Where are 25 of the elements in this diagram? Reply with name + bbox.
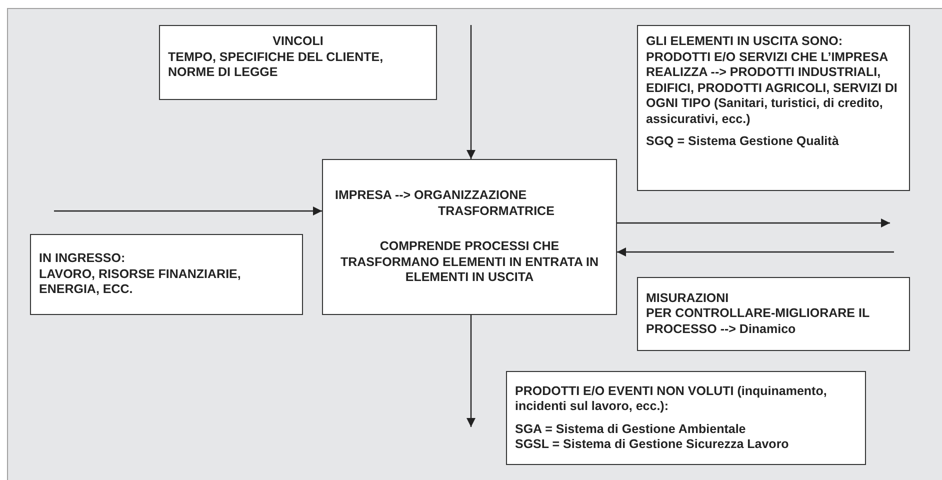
arrow: [466, 315, 476, 427]
box-text: TEMPO, SPECIFICHE DEL CLIENTE, NORME DI LEGGE: [168, 50, 384, 80]
box-text: PRODOTTI E/O SERVIZI CHE L’IMPRESA REALIZZA --> PRODOTTI INDUSTRIALI, EDIFICI, PRODOTTI AGRICOLI, SERVIZI DI OGNI TIPO (Sanitari, turistici, di credito, assicurativi, ecc.): [646, 50, 898, 127]
box-heading: IN INGRESSO:: [39, 251, 126, 267]
box-text: SGSL = Sistema di Gestione Sicurezza Lavoro: [515, 437, 790, 452]
box-heading: MISURAZIONI: [646, 290, 730, 306]
box-text: LAVORO, RISORSE FINANZIARIE, ENERGIA, ECC.: [39, 266, 242, 298]
text-box: [159, 25, 437, 100]
box-heading: IMPRESA --> ORGANIZZAZIONE TRASFORMATRICE: [335, 188, 556, 220]
text-box: [637, 25, 910, 191]
text-box: [506, 371, 866, 465]
arrow: [617, 248, 894, 256]
arrow: [54, 206, 322, 216]
text-box: [637, 277, 910, 351]
box-heading: VINCOLI: [272, 34, 324, 50]
box-heading: PRODOTTI E/O EVENTI NON VOLUTI (inquinamento, incidenti sul lavoro, ecc.):: [515, 384, 828, 414]
text-box: [322, 159, 617, 315]
box-text: SGA = Sistema di Gestione Ambientale: [515, 422, 747, 437]
box-text: SGQ = Sistema Gestione Qualità: [646, 134, 840, 150]
text-box: [30, 234, 303, 315]
box-text: COMPRENDE PROCESSI CHE TRASFORMANO ELEMENTI IN ENTRATA IN ELEMENTI IN USCITA: [339, 239, 600, 286]
arrow: [617, 218, 890, 228]
box-text: PER CONTROLLARE-MIGLIORARE IL PROCESSO --> Dinamico: [646, 306, 870, 338]
arrow: [466, 25, 476, 159]
box-heading: GLI ELEMENTI IN USCITA SONO:: [646, 34, 844, 50]
